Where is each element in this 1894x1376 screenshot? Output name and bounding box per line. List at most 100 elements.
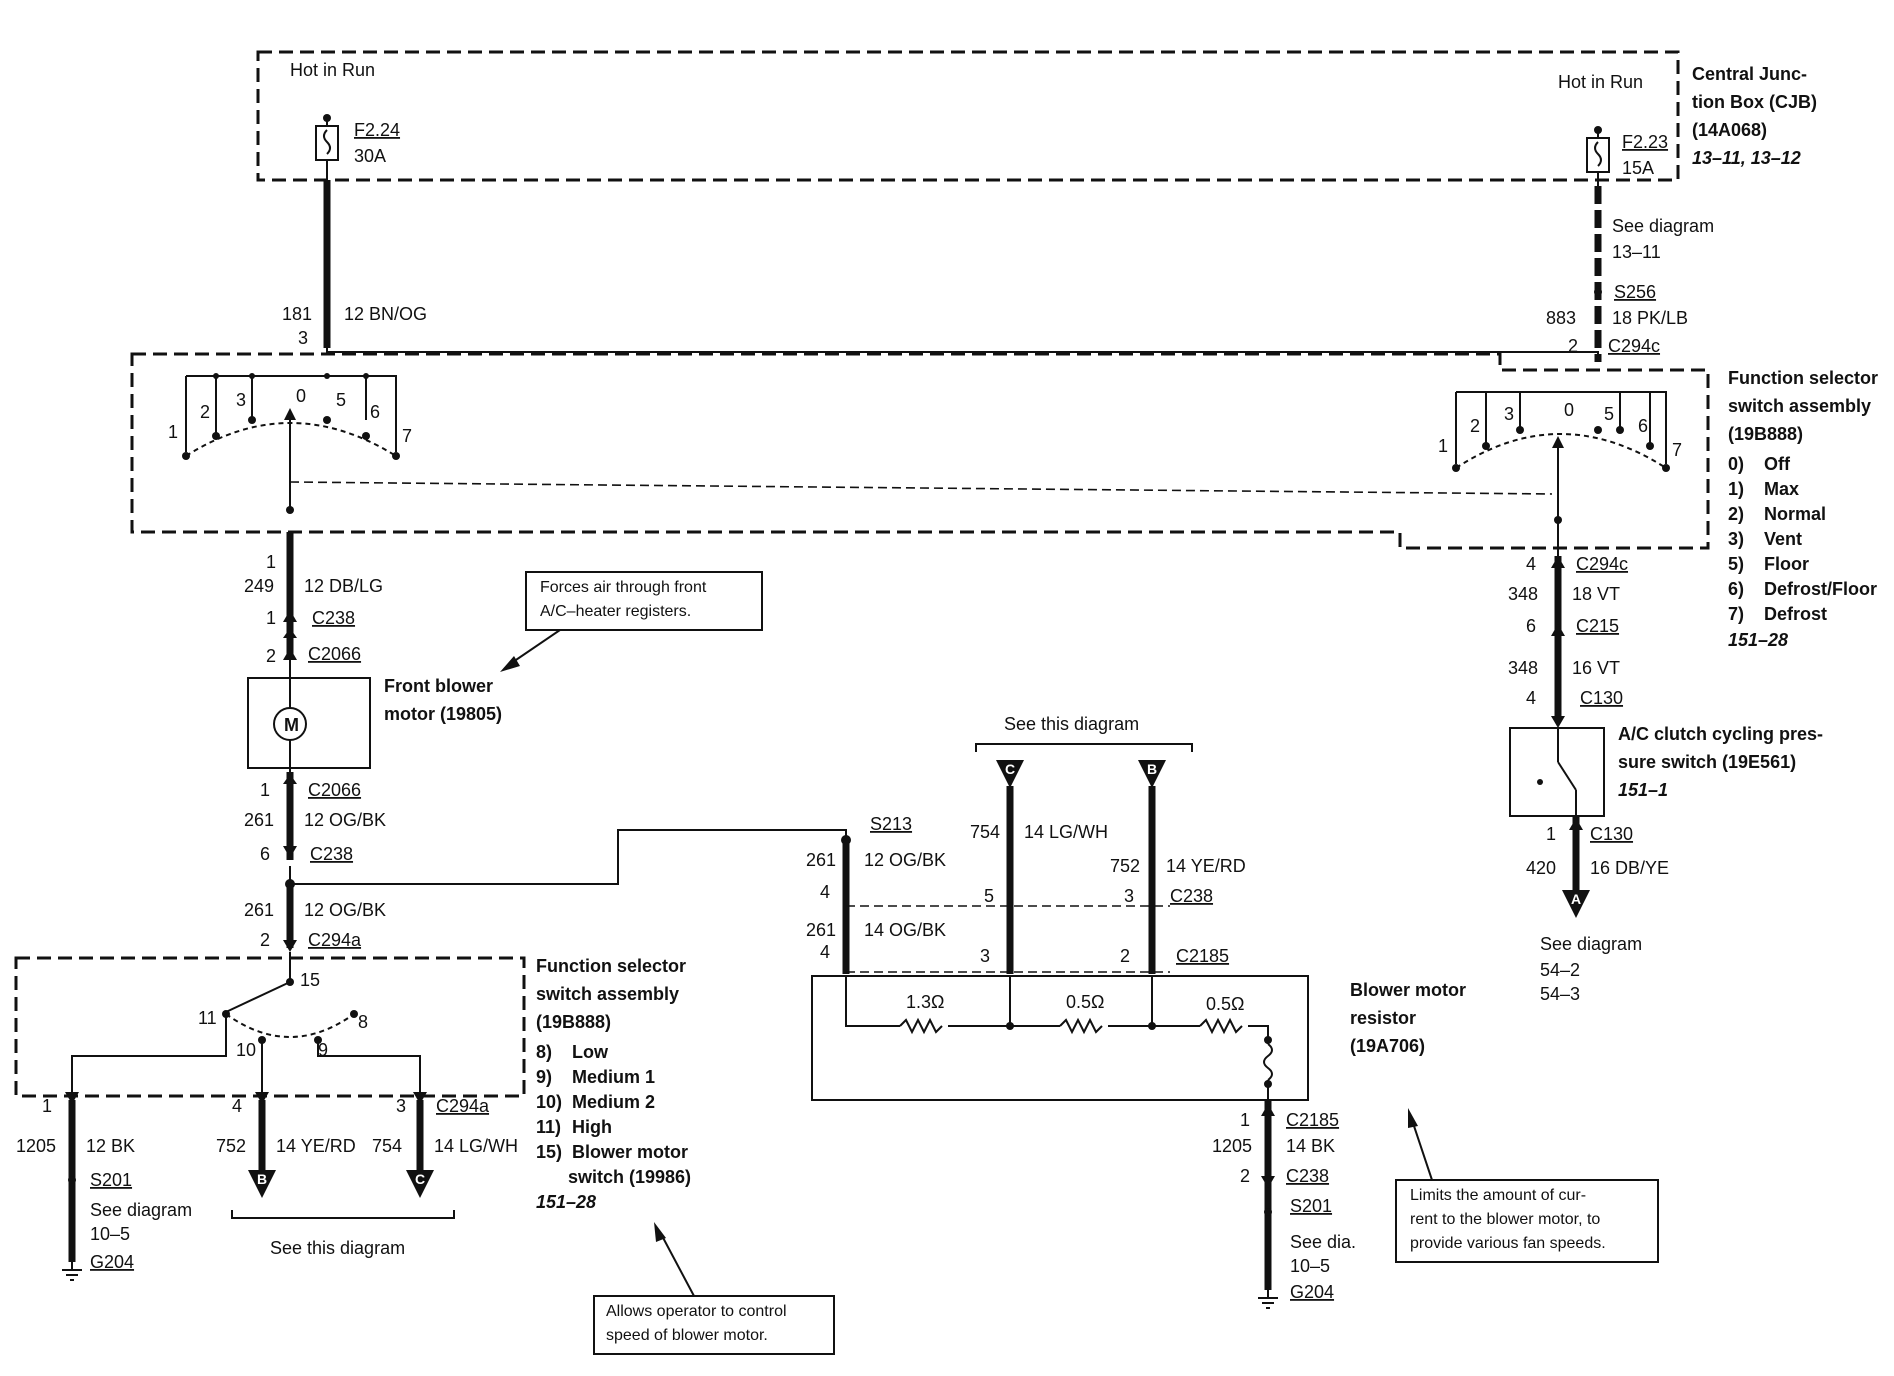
- pos-label: 6: [370, 402, 380, 422]
- pos-label: 1: [168, 422, 178, 442]
- pos-label: 0: [1564, 400, 1574, 420]
- fl-ground: G204: [90, 1252, 134, 1272]
- mid-c2185: C2185: [1176, 946, 1229, 966]
- right-circuit: 883: [1546, 308, 1576, 328]
- res-ground: G204: [1290, 1282, 1334, 1302]
- lc-c238b: C238: [310, 844, 353, 864]
- cjb-boundary: [256, 50, 1680, 182]
- res-p1: 1: [1240, 1110, 1250, 1130]
- rc-see-3: 54–3: [1540, 984, 1580, 1004]
- lc-p2b: 2: [260, 930, 270, 950]
- arrow-c-mid: C: [1005, 761, 1015, 777]
- rc-w348a: 18 VT: [1572, 584, 1620, 604]
- left-feed-circuit: 181: [282, 304, 312, 324]
- note-allows-2: speed of blower motor.: [606, 1327, 768, 1344]
- mode-num: 8): [536, 1042, 552, 1062]
- note-limits-box: [1395, 1179, 1659, 1263]
- right-splice: S256: [1614, 282, 1656, 302]
- blower-motor-resistor: [811, 975, 1309, 1101]
- note-limits-2: rent to the blower motor, to: [1410, 1211, 1600, 1228]
- cjb-title-2: tion Box (CJB): [1692, 92, 1817, 112]
- rc-p6: 6: [1526, 616, 1536, 636]
- left-feed-wire: 12 BN/OG: [344, 304, 427, 324]
- fss-upper-bus-line: [326, 348, 1599, 362]
- mode-label: Defrost/Floor: [1764, 579, 1877, 599]
- resistor-part: (19A706): [1350, 1036, 1425, 1056]
- rc-c130a: C130: [1580, 688, 1623, 708]
- mode-num: 0): [1728, 454, 1744, 474]
- fl-conn: C294a: [436, 1096, 490, 1116]
- lc-c261a: 261: [244, 810, 274, 830]
- mid-p3b: 3: [980, 946, 990, 966]
- right-see-1: See diagram: [1612, 216, 1714, 236]
- fl-w752: 14 YE/RD: [276, 1136, 356, 1156]
- mode-num: 2): [1728, 504, 1744, 524]
- mid-c752: 752: [1110, 856, 1140, 876]
- fss-lower-pos11: 11: [198, 1008, 217, 1028]
- pos-label: 3: [236, 390, 246, 410]
- mode-label: Vent: [1764, 529, 1802, 549]
- mode-num: 15): [536, 1142, 562, 1162]
- lc-p1c: 1: [260, 780, 270, 800]
- mid-w261: 12 OG/BK: [864, 850, 946, 870]
- note-forces-box: [525, 571, 763, 631]
- resistor-title-1: Blower motor: [1350, 980, 1466, 1000]
- front-blower-motor: [247, 677, 371, 769]
- mid-w752: 14 YE/RD: [1166, 856, 1246, 876]
- bracket-see-this-left: [231, 1210, 455, 1219]
- fl-c754: 754: [372, 1136, 402, 1156]
- pos-label: 7: [1672, 440, 1682, 460]
- rc-w348b: 16 VT: [1572, 658, 1620, 678]
- mode-label: Max: [1764, 479, 1799, 499]
- note-forces-1: Forces air through front: [540, 579, 707, 596]
- fl-see-this: See this diagram: [270, 1238, 405, 1258]
- fss-lower-mode-cont: switch (19986): [568, 1167, 691, 1187]
- mode-label: Low: [572, 1042, 609, 1062]
- fss-lower-part: (19B888): [536, 1012, 611, 1032]
- fss-upper-part: (19B888): [1728, 424, 1803, 444]
- mid-p3: 3: [1124, 886, 1134, 906]
- lc-p2: 2: [266, 646, 276, 666]
- rc-c130b: C130: [1590, 824, 1633, 844]
- fl-see-1: See diagram: [90, 1200, 192, 1220]
- fss-lower-boundary: [14, 956, 526, 1098]
- res-splice: S201: [1290, 1196, 1332, 1216]
- rc-p1: 1: [1546, 824, 1556, 844]
- mode-num: 5): [1728, 554, 1744, 574]
- rc-see-1: See diagram: [1540, 934, 1642, 954]
- right-wire: 18 PK/LB: [1612, 308, 1688, 328]
- bracket-see-this-mid: [975, 743, 1193, 752]
- rc-w420: 16 DB/YE: [1590, 858, 1669, 878]
- fss-lower-modes: 8) Low 9) Medium 1 10) Medium 2 11) High…: [536, 1042, 688, 1162]
- pos-label: 0: [296, 386, 306, 406]
- mid-p2b: 2: [1120, 946, 1130, 966]
- arrow-c-left: C: [415, 1171, 425, 1187]
- ac-switch-title-1: A/C clutch cycling pres-: [1618, 724, 1823, 744]
- mode-num: 1): [1728, 479, 1744, 499]
- fss-lower-ref: 151–28: [536, 1192, 596, 1212]
- fss-lower-pos9: 9: [318, 1040, 328, 1060]
- mode-num: 10): [536, 1092, 562, 1112]
- fss-upper-link: [289, 481, 1553, 495]
- mid-p4b: 4: [820, 942, 830, 962]
- rc-see-2: 54–2: [1540, 960, 1580, 980]
- ac-switch-ref: 151–1: [1618, 780, 1668, 800]
- fss-upper-boundary: [130, 352, 1710, 550]
- mid-c238: C238: [1170, 886, 1213, 906]
- mid-p5: 5: [984, 886, 994, 906]
- fss-upper-right-switch: [1452, 391, 1670, 556]
- fss-upper-title-1: Function selector: [1728, 368, 1878, 388]
- pos-label: 5: [336, 390, 346, 410]
- lc-p1b: 1: [266, 608, 276, 628]
- fl-pin4: 4: [232, 1096, 242, 1116]
- lc-w249: 12 DB/LG: [304, 576, 383, 596]
- mode-num: 3): [1728, 529, 1744, 549]
- mid-c754: 754: [970, 822, 1000, 842]
- resistor-r3: 0.5Ω: [1206, 994, 1244, 1014]
- res-c1205: 1205: [1212, 1136, 1252, 1156]
- note-limits-1: Limits the amount of cur-: [1410, 1187, 1586, 1204]
- fl-see-2: 10–5: [90, 1224, 130, 1244]
- cjb-title-1: Central Junc-: [1692, 64, 1807, 84]
- res-w1205: 14 BK: [1286, 1136, 1335, 1156]
